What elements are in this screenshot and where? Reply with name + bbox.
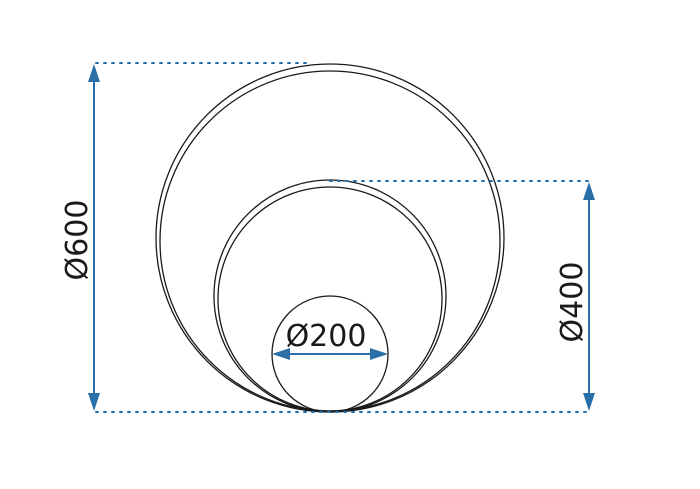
arrow-up-icon [583,182,595,200]
arrow-down-icon [583,393,595,411]
large-ring [155,63,505,413]
medium-diameter-dimension: Ø400 [555,182,595,411]
medium-diameter-label: Ø400 [555,262,590,343]
small-diameter-label: Ø200 [286,319,367,354]
arrow-down-icon [88,393,100,411]
arrow-right-icon [370,348,388,360]
large-diameter-dimension: Ø600 [60,64,100,411]
large-diameter-label: Ø600 [60,200,95,281]
arrow-up-icon [88,64,100,82]
arrow-left-icon [272,348,290,360]
small-diameter-dimension: Ø200 [272,319,388,360]
